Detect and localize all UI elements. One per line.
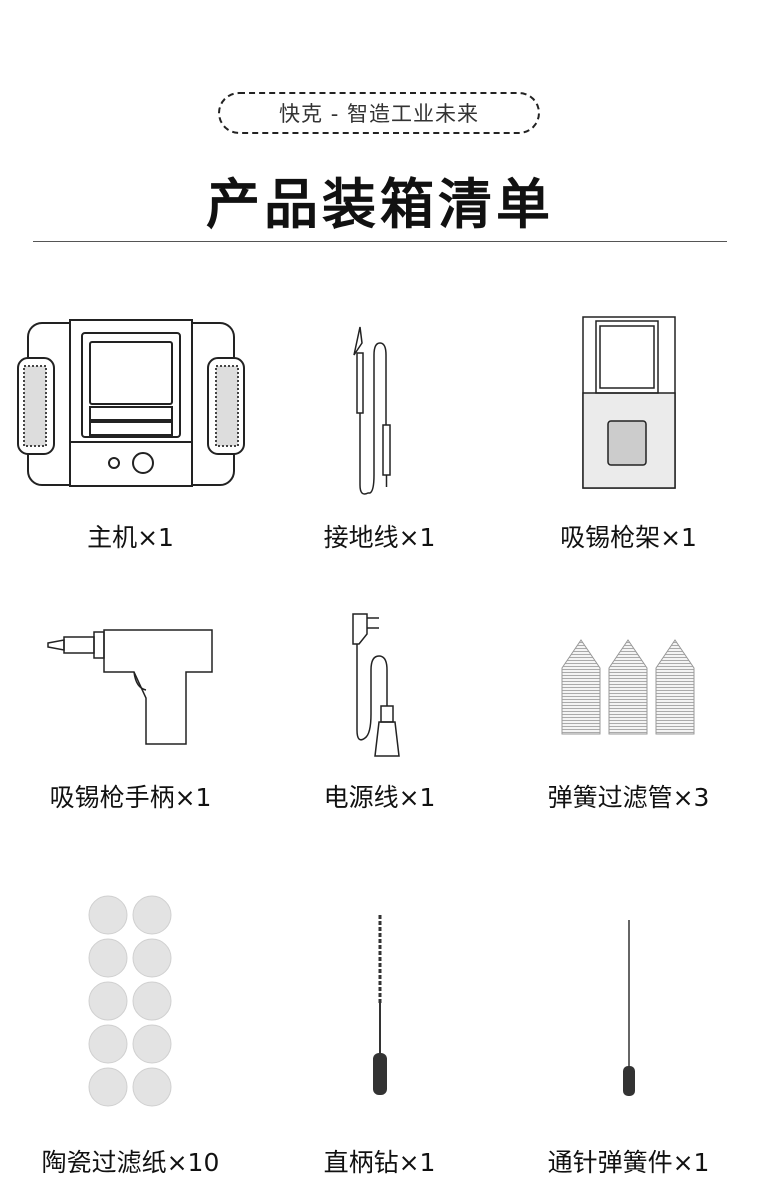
item-label: 接地线×1 <box>323 523 436 552</box>
tagline-text: 快克 - 智造工业未来 <box>279 102 479 126</box>
item-label: 吸锡枪手柄×1 <box>49 783 212 812</box>
item-label: 直柄钻×1 <box>323 1148 436 1177</box>
item-label: 弹簧过滤管×3 <box>547 783 710 812</box>
ceramic-filter-paper-icon <box>4 895 257 1110</box>
main-unit-icon <box>4 315 257 490</box>
spring-filter-tube-icon <box>502 635 755 740</box>
tagline-badge: 快克 - 智造工业未来 <box>218 92 540 134</box>
desoldering-gun-handle-icon <box>4 625 257 750</box>
page-title: 产品装箱清单 <box>206 173 554 236</box>
item-label: 主机×1 <box>87 523 174 552</box>
straight-drill-icon <box>253 910 506 1100</box>
divider <box>33 241 727 242</box>
item-label: 吸锡枪架×1 <box>560 523 697 552</box>
gun-stand-icon <box>502 315 755 490</box>
item-label: 陶瓷过滤纸×10 <box>41 1148 220 1177</box>
power-cord-icon <box>253 610 506 760</box>
item-label: 电源线×1 <box>323 783 436 812</box>
cleaning-pin-spring-icon <box>502 915 755 1100</box>
item-label: 通针弹簧件×1 <box>547 1148 710 1177</box>
ground-wire-icon <box>253 325 506 495</box>
